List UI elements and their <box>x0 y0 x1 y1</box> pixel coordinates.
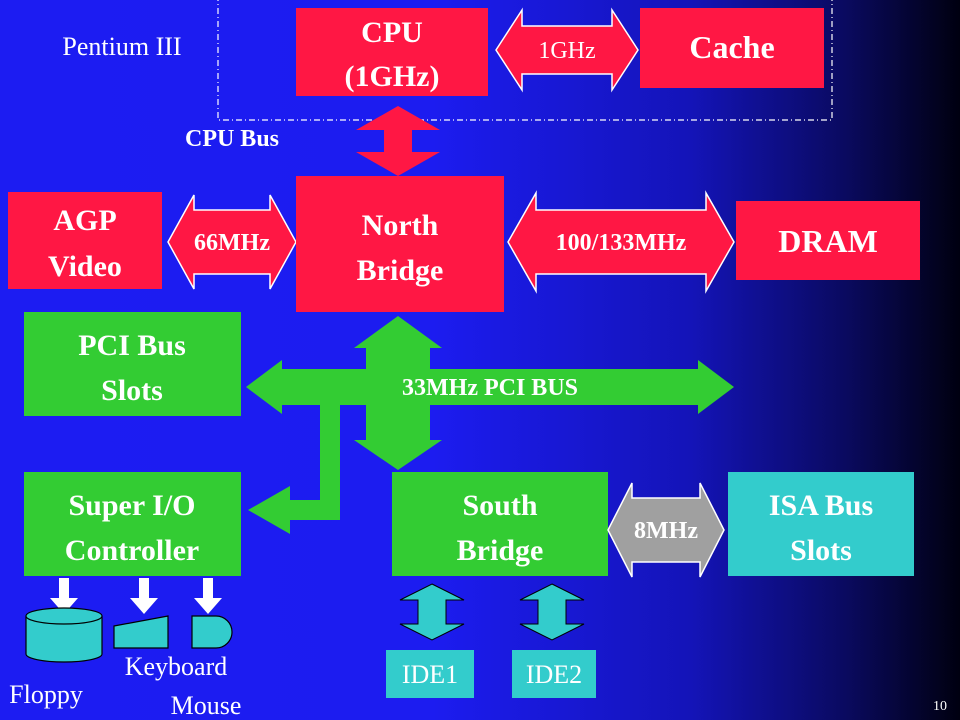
north-bridge-label-line2: Bridge <box>357 254 444 287</box>
isa-bus-slots-box[interactable] <box>728 472 914 576</box>
dram-label: DRAM <box>778 223 878 259</box>
pci-bus-slots-box[interactable] <box>24 312 241 416</box>
north-bridge-box[interactable] <box>296 176 504 312</box>
agp-speed-label: 66MHz <box>194 230 270 256</box>
agp-label-line1: AGP <box>53 204 116 237</box>
cpu-cache-arrow <box>495 7 639 93</box>
pci-slots-label-line1: PCI Bus <box>78 329 186 362</box>
cache-box[interactable] <box>640 8 824 88</box>
cpu-label-line2: (1GHz) <box>345 60 440 93</box>
page-number: 10 <box>933 699 947 714</box>
keyboard-connection-arrow <box>130 578 158 614</box>
dram-speed-label: 100/133MHz <box>556 230 687 256</box>
mouse-connection-arrow <box>194 578 222 614</box>
ide2-box[interactable] <box>512 650 596 698</box>
keyboard-icon <box>113 615 169 649</box>
pentium-label: Pentium III <box>62 32 181 61</box>
pci-bus-arrow <box>246 316 734 534</box>
mouse-icon <box>191 615 233 649</box>
cache-label: Cache <box>689 29 774 65</box>
cpu-bus-label: CPU Bus <box>185 126 279 152</box>
super-io-label-line1: Super I/O <box>69 489 196 522</box>
cpu-bus-arrow <box>356 106 440 176</box>
agp-video-box[interactable] <box>8 192 162 289</box>
isa-speed-label: 8MHz <box>634 518 698 544</box>
isa-slots-label-line2: Slots <box>790 534 852 567</box>
ide2-label: IDE2 <box>526 660 582 689</box>
super-io-label-line2: Controller <box>65 534 199 567</box>
south-bridge-label-line1: South <box>462 489 537 522</box>
pci-slots-label-line2: Slots <box>101 374 163 407</box>
ide2-connection-arrow <box>519 583 585 641</box>
floppy-icon <box>25 607 103 663</box>
pentium-group-border <box>217 0 833 121</box>
pci-bus-label: 33MHz PCI BUS <box>402 375 578 401</box>
southbridge-isa-arrow <box>607 482 725 578</box>
floppy-connection-arrow <box>50 578 78 614</box>
ide1-box[interactable] <box>386 650 474 698</box>
keyboard-label: Keyboard <box>125 652 228 681</box>
mouse-label: Mouse <box>171 691 242 720</box>
north-bridge-label-line1: North <box>362 209 439 242</box>
super-io-controller-box[interactable] <box>24 472 241 576</box>
south-bridge-label-line2: Bridge <box>457 534 544 567</box>
cpu-cache-speed-label: 1GHz <box>538 38 595 64</box>
floppy-label: Floppy <box>9 680 83 709</box>
south-bridge-box[interactable] <box>392 472 608 576</box>
dram-box[interactable] <box>736 201 920 280</box>
northbridge-dram-arrow <box>507 190 735 294</box>
isa-slots-label-line1: ISA Bus <box>769 489 873 522</box>
cpu-label-line1: CPU <box>361 16 423 49</box>
agp-label-line2: Video <box>48 250 122 283</box>
cpu-box[interactable] <box>296 8 488 96</box>
ide1-connection-arrow <box>399 583 465 641</box>
ide1-label: IDE1 <box>402 660 458 689</box>
